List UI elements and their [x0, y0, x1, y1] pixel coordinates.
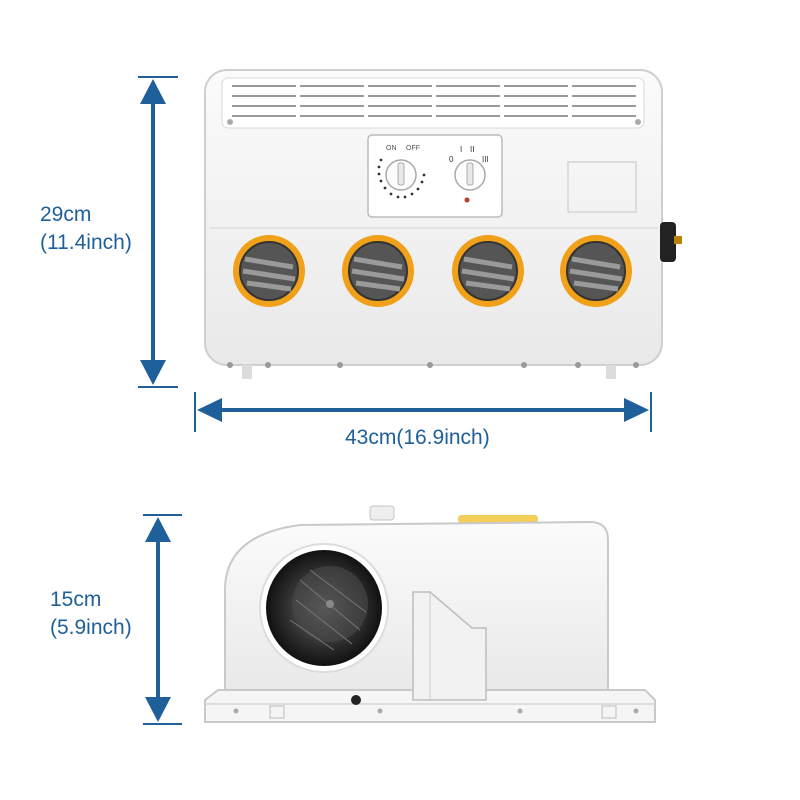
side-height-dimension [143, 514, 182, 725]
side-height-label: 15cm (5.9inch) [50, 586, 132, 642]
air-vent[interactable] [233, 235, 305, 307]
bottom-screws [227, 362, 639, 368]
front-height-label: 29cm (11.4inch) [40, 201, 132, 257]
side-height-inch: (5.9inch) [50, 616, 132, 639]
base-plate [204, 689, 656, 723]
front-width-dimension [194, 392, 652, 432]
side-connector [660, 222, 676, 262]
front-height-dimension [138, 76, 178, 388]
speed-label-2: II [470, 145, 474, 154]
air-vent[interactable] [560, 235, 632, 307]
side-height-cm: 15cm [50, 588, 102, 611]
control-panel: ON OFF 0 I II III [367, 134, 503, 218]
front-height-inch: (11.4inch) [40, 231, 132, 254]
off-label: OFF [406, 145, 420, 152]
air-vent[interactable] [342, 235, 414, 307]
front-height-cm: 29cm [40, 203, 92, 226]
top-grille [221, 77, 645, 129]
label-recess [567, 161, 637, 213]
speed-label-0: 0 [449, 155, 454, 164]
speed-label-1: I [460, 145, 462, 154]
air-vents [233, 235, 632, 307]
power-indicator-led [464, 197, 470, 203]
on-label: ON [386, 145, 397, 152]
blower-fan [259, 543, 389, 673]
air-vent[interactable] [452, 235, 524, 307]
side-view [204, 505, 656, 723]
speed-label-3: III [482, 155, 489, 164]
front-view: ON OFF 0 I II III [204, 69, 682, 379]
front-width-label: 43cm(16.9inch) [345, 426, 490, 449]
